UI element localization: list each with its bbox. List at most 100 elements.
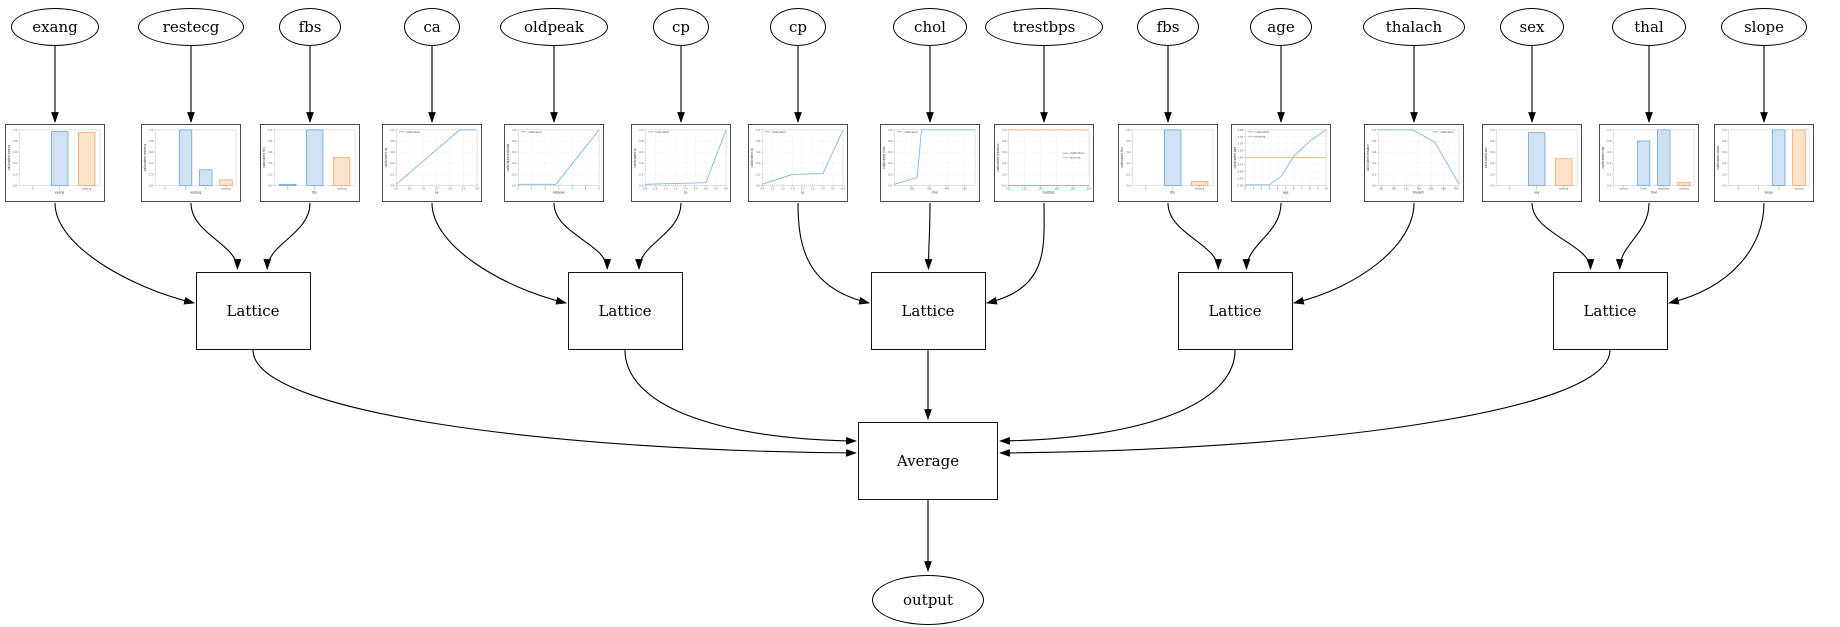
svg-text:0.8: 0.8 (512, 140, 516, 143)
svg-text:100: 100 (1391, 188, 1396, 191)
input-label: trestbps (1012, 17, 1076, 36)
svg-text:calibrated fbs: calibrated fbs (1120, 147, 1124, 168)
svg-text:200: 200 (1087, 188, 1092, 191)
svg-text:5: 5 (585, 188, 587, 191)
svg-text:calibrated cp: calibrated cp (750, 148, 754, 168)
input-node-cp-2: cp (770, 8, 826, 46)
svg-text:5: 5 (1285, 188, 1287, 191)
svg-text:exang: exang (55, 190, 64, 194)
svg-text:0.4: 0.4 (1372, 162, 1376, 165)
input-label: ca (423, 17, 441, 36)
svg-text:reversible: reversible (1658, 188, 1671, 191)
svg-text:0.0: 0.0 (639, 184, 643, 187)
svg-text:0.4: 0.4 (888, 162, 892, 165)
svg-text:sex: sex (1534, 190, 1539, 194)
svg-text:1.0: 1.0 (390, 129, 394, 132)
svg-text:0.6: 0.6 (888, 151, 892, 154)
svg-text:0.8: 0.8 (1126, 140, 1130, 143)
svg-text:1.5: 1.5 (791, 188, 795, 191)
svg-text:0: 0 (1738, 188, 1740, 191)
svg-text:calibrated chol: calibrated chol (882, 146, 886, 168)
svg-text:160: 160 (1054, 188, 1059, 191)
svg-text:0.2: 0.2 (1607, 173, 1611, 176)
svg-text:1: 1 (314, 188, 316, 191)
svg-text:calibrated: calibrated (655, 130, 669, 134)
svg-text:1.0: 1.0 (1126, 129, 1130, 132)
svg-text:3: 3 (1269, 188, 1271, 191)
svg-text:0.6: 0.6 (639, 151, 643, 154)
svg-text:fbs: fbs (1170, 190, 1175, 194)
svg-text:2.0: 2.0 (448, 188, 452, 191)
svg-text:0.2: 0.2 (888, 173, 892, 176)
lattice-node-4: Lattice (1177, 272, 1293, 350)
svg-text:8: 8 (1309, 188, 1311, 191)
svg-text:missing: missing (1559, 188, 1569, 191)
svg-text:3.5: 3.5 (714, 188, 718, 191)
svg-text:0.4: 0.4 (390, 162, 394, 165)
svg-text:1.0: 1.0 (268, 129, 272, 132)
input-label: thal (1634, 17, 1664, 36)
svg-text:0.5: 0.5 (770, 188, 774, 191)
svg-text:500: 500 (962, 188, 967, 191)
input-node-cp-1: cp (653, 8, 709, 46)
svg-text:1.0: 1.0 (149, 129, 153, 132)
svg-text:0.6: 0.6 (149, 151, 153, 154)
svg-text:0.4: 0.4 (13, 162, 17, 165)
svg-text:0.6: 0.6 (1002, 151, 1006, 154)
svg-text:1: 1 (1253, 188, 1255, 191)
svg-text:2: 2 (1261, 188, 1263, 191)
svg-text:0.6: 0.6 (1372, 151, 1376, 154)
svg-text:0: 0 (32, 188, 34, 191)
lattice-label: Lattice (901, 301, 955, 320)
svg-text:calibrated sex: calibrated sex (1484, 147, 1488, 168)
svg-text:1.00: 1.00 (1238, 157, 1244, 160)
input-label: thalach (1385, 17, 1443, 36)
svg-text:140: 140 (1038, 188, 1043, 191)
svg-text:missing: missing (1255, 134, 1266, 138)
svg-text:0.2: 0.2 (1490, 173, 1494, 176)
svg-text:normal: normal (1619, 188, 1628, 191)
svg-text:0.8: 0.8 (888, 140, 892, 143)
svg-text:0.0: 0.0 (756, 184, 760, 187)
svg-text:0.4: 0.4 (268, 162, 272, 165)
svg-text:140: 140 (1416, 188, 1421, 191)
svg-text:4.0: 4.0 (841, 188, 845, 191)
svg-text:0.2: 0.2 (13, 173, 17, 176)
output-label: output (902, 590, 953, 609)
svg-text:thal: thal (1651, 190, 1657, 194)
svg-text:6: 6 (1293, 188, 1295, 191)
svg-text:1: 1 (1758, 188, 1760, 191)
svg-text:calibrated: calibrated (772, 130, 786, 134)
svg-text:1.5: 1.5 (674, 188, 678, 191)
lattice-node-3: Lattice (870, 272, 986, 350)
svg-text:3.0: 3.0 (704, 188, 708, 191)
output-node: output (872, 575, 984, 625)
svg-text:0.0: 0.0 (390, 184, 394, 187)
svg-text:0.0: 0.0 (1607, 184, 1611, 187)
input-node-thalach: thalach (1363, 8, 1465, 46)
svg-text:0: 0 (517, 188, 519, 191)
svg-text:0.2: 0.2 (639, 173, 643, 176)
svg-text:0.5: 0.5 (653, 188, 657, 191)
svg-text:0.0: 0.0 (1490, 184, 1494, 187)
svg-text:0.8: 0.8 (390, 140, 394, 143)
svg-text:0.4: 0.4 (756, 162, 760, 165)
svg-text:2.5: 2.5 (811, 188, 815, 191)
input-label: fbs (298, 17, 322, 36)
svg-text:0.6: 0.6 (1126, 151, 1130, 154)
svg-text:trestbps: trestbps (1042, 190, 1055, 194)
svg-text:0.75: 0.75 (1238, 164, 1244, 167)
svg-text:1: 1 (531, 188, 533, 191)
input-label: age (1267, 17, 1295, 36)
svg-text:1.0: 1.0 (1607, 129, 1611, 132)
svg-text:0.4: 0.4 (1002, 162, 1006, 165)
svg-text:0.2: 0.2 (756, 173, 760, 176)
svg-text:0.8: 0.8 (1002, 140, 1006, 143)
svg-text:0.6: 0.6 (268, 151, 272, 154)
lattice-node-5: Lattice (1552, 272, 1668, 350)
lattice-node-2: Lattice (567, 272, 683, 350)
svg-text:1.75: 1.75 (1238, 136, 1244, 139)
